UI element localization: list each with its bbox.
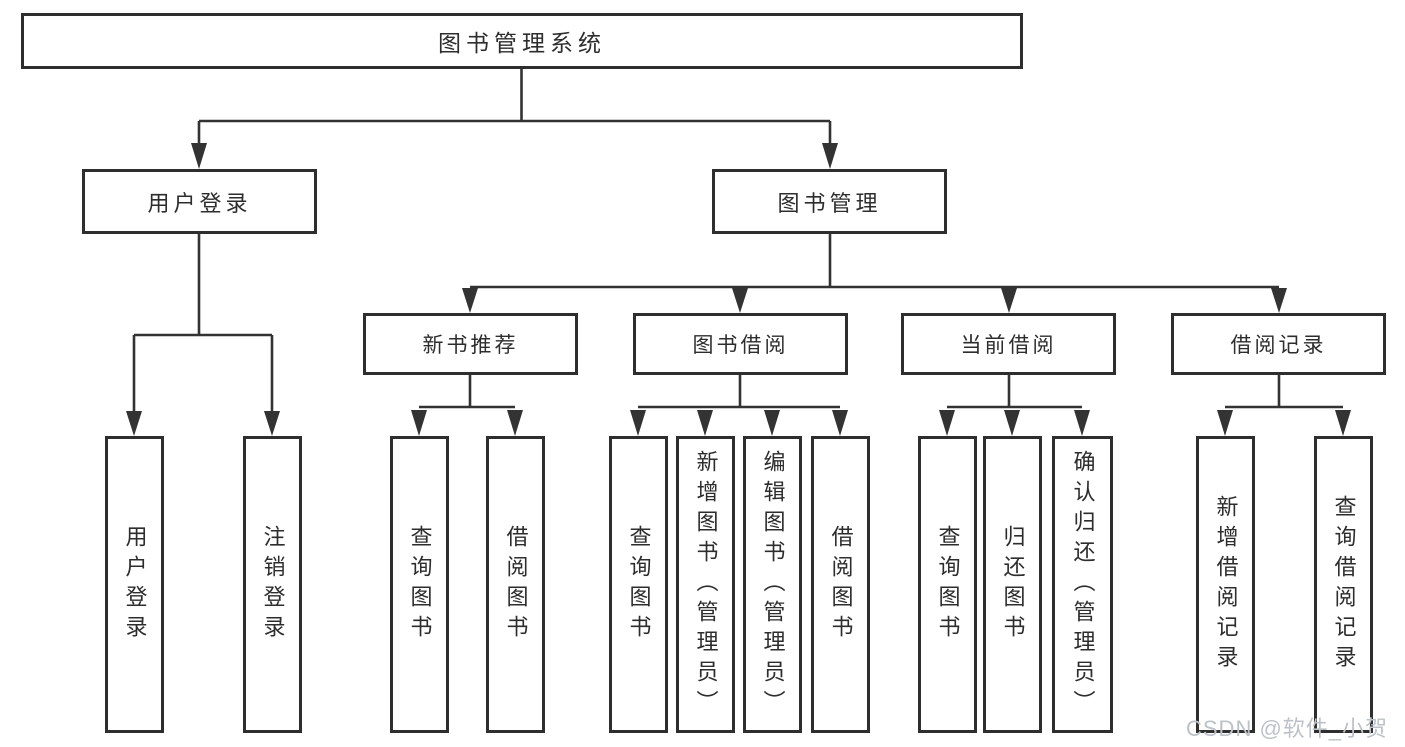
leaf-label: 新增借阅记录 bbox=[1213, 494, 1239, 675]
leaf-label: 查询借阅记录 bbox=[1331, 494, 1357, 675]
connector-paths bbox=[132, 69, 1343, 413]
leaf-label: 新增图书（管理员） bbox=[693, 449, 719, 720]
leaf-label: 编辑图书（管理员） bbox=[760, 449, 786, 720]
leaf-borrow-query-book: 查询图书 bbox=[609, 436, 668, 733]
arrowheads bbox=[126, 143, 1351, 436]
leaf-label: 归还图书 bbox=[1000, 524, 1026, 645]
leaf-label: 查询图书 bbox=[935, 524, 961, 645]
leaf-label: 借阅图书 bbox=[503, 524, 529, 645]
leaf-label: 查询图书 bbox=[626, 524, 652, 645]
leaf-query-borrow-record: 查询借阅记录 bbox=[1314, 436, 1373, 733]
node-book-management-branch: 图书管理 bbox=[712, 169, 947, 234]
leaf-confirm-return-admin: 确认归还（管理员） bbox=[1052, 436, 1113, 733]
leaf-logout: 注销登录 bbox=[243, 436, 302, 733]
leaf-label: 确认归还（管理员） bbox=[1070, 449, 1096, 720]
node-user-login-branch: 用户登录 bbox=[82, 169, 317, 234]
leaf-recommend-query-book: 查询图书 bbox=[390, 436, 449, 733]
leaf-label: 查询图书 bbox=[407, 524, 433, 645]
node-current-borrow: 当前借阅 bbox=[901, 313, 1116, 375]
leaf-borrow-book: 借阅图书 bbox=[811, 436, 870, 733]
leaf-add-borrow-record: 新增借阅记录 bbox=[1196, 436, 1255, 733]
csdn-watermark: CSDN @软件_小贺同学 bbox=[1186, 716, 1389, 741]
leaf-edit-book-admin: 编辑图书（管理员） bbox=[743, 436, 802, 733]
leaf-label: 借阅图书 bbox=[828, 524, 854, 645]
leaf-label: 注销登录 bbox=[260, 524, 286, 645]
node-book-borrow: 图书借阅 bbox=[633, 313, 848, 375]
leaf-recommend-borrow-book: 借阅图书 bbox=[486, 436, 545, 733]
leaf-return-book: 归还图书 bbox=[983, 436, 1042, 733]
node-root: 图书管理系统 bbox=[21, 13, 1023, 69]
leaf-add-book-admin: 新增图书（管理员） bbox=[676, 436, 735, 733]
leaf-current-query-book: 查询图书 bbox=[918, 436, 977, 733]
leaf-label: 用户登录 bbox=[122, 524, 148, 645]
leaf-user-login: 用户登录 bbox=[105, 436, 164, 733]
node-new-book-recommend: 新书推荐 bbox=[363, 313, 578, 375]
node-borrow-records: 借阅记录 bbox=[1171, 313, 1386, 375]
